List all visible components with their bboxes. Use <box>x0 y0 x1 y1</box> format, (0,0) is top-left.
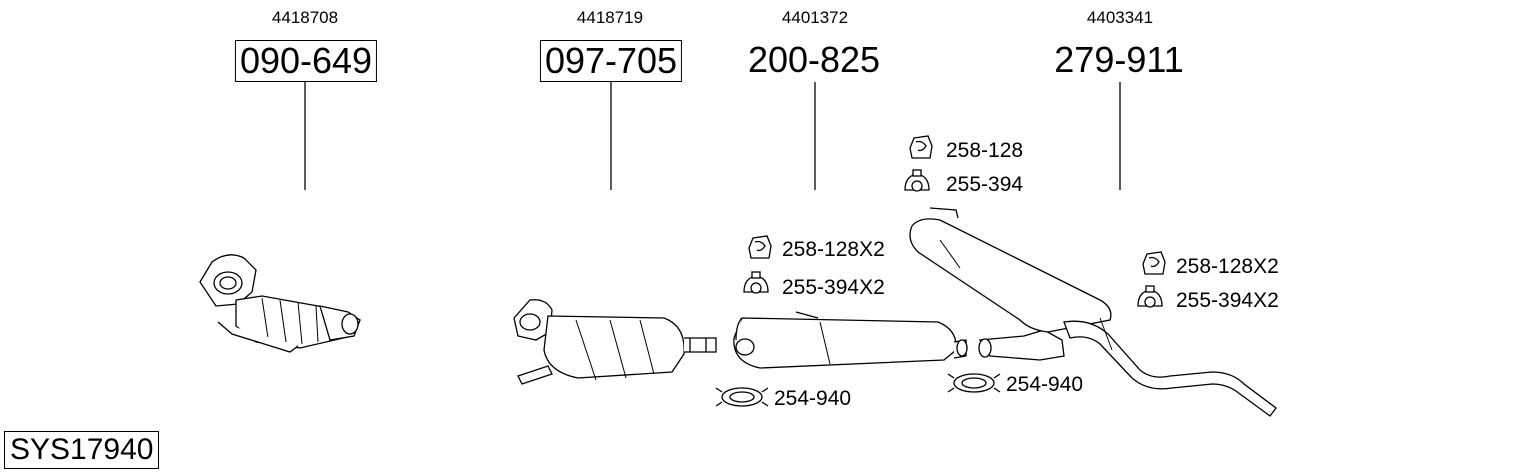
accessory-label-a2[interactable]: 255-394 <box>946 173 1024 196</box>
rubber-hanger-icon-b <box>748 235 772 259</box>
rubber-hanger-icon-a <box>909 135 933 159</box>
accessory-label-a1[interactable]: 258-128 <box>946 139 1024 162</box>
part-number-3[interactable]: 200-825 <box>747 39 881 80</box>
rubber-hanger-icon-c <box>1142 251 1166 275</box>
accessory-label-d2[interactable]: 254-940 <box>1006 373 1084 396</box>
system-id-label: SYS17940 <box>4 431 160 469</box>
mounting-ring-icon-b <box>743 271 769 294</box>
accessory-label-b2[interactable]: 255-394X2 <box>782 276 885 299</box>
mounting-ring-icon-c <box>1137 285 1163 308</box>
part-number-2[interactable]: 097-705 <box>539 40 683 82</box>
oem-number-2: 4418719 <box>576 8 644 27</box>
oem-number-1: 4418708 <box>271 8 339 27</box>
clamp-icon-2 <box>947 373 1001 393</box>
part-number-4[interactable]: 279-911 <box>1054 39 1184 80</box>
accessory-label-b1[interactable]: 258-128X2 <box>782 238 885 261</box>
catalytic-converter-1 <box>199 254 361 353</box>
accessory-label-c2[interactable]: 255-394X2 <box>1176 289 1279 312</box>
part-number-1[interactable]: 090-649 <box>234 40 378 82</box>
mounting-ring-icon-a <box>904 169 930 192</box>
clamp-icon-1 <box>715 387 769 407</box>
oem-number-4: 4403341 <box>1086 8 1154 27</box>
middle-silencer <box>733 311 968 369</box>
catalytic-converter-2 <box>513 299 717 385</box>
accessory-label-d1[interactable]: 254-940 <box>774 387 852 410</box>
rear-silencer <box>909 207 1277 417</box>
accessory-label-c1[interactable]: 258-128X2 <box>1176 255 1279 278</box>
oem-number-3: 4401372 <box>781 8 849 27</box>
